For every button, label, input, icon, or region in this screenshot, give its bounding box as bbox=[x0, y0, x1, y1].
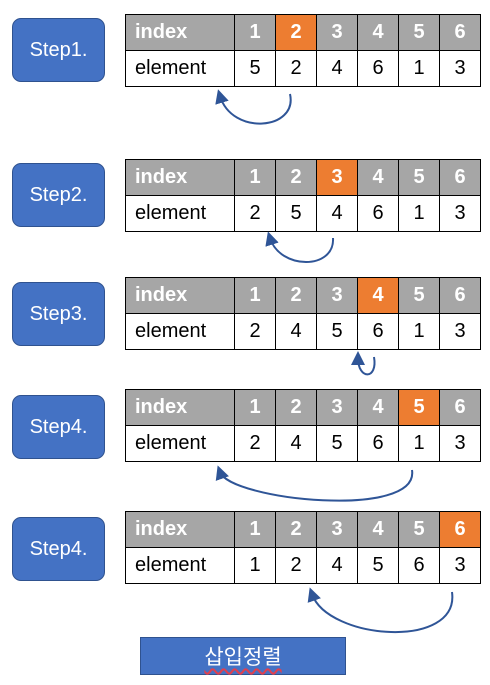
index-cell-3: 3 bbox=[316, 277, 358, 314]
element-cell-5: 1 bbox=[398, 195, 440, 232]
index-cell-5: 5 bbox=[398, 14, 440, 51]
element-header: element bbox=[125, 425, 235, 462]
step-4-badge: Step4. bbox=[12, 395, 105, 459]
index-header: index bbox=[125, 159, 235, 196]
step-5-badge: Step4. bbox=[12, 517, 105, 581]
element-cell-2: 5 bbox=[275, 195, 317, 232]
index-cell-6: 6 bbox=[439, 389, 481, 426]
element-cell-3: 4 bbox=[316, 547, 358, 584]
index-cell-1: 1 bbox=[234, 511, 276, 548]
element-cell-3: 4 bbox=[316, 195, 358, 232]
element-header: element bbox=[125, 195, 235, 232]
element-cell-2: 4 bbox=[275, 313, 317, 350]
element-cell-1: 5 bbox=[234, 50, 276, 87]
element-cell-6: 3 bbox=[439, 195, 481, 232]
step-1-badge: Step1. bbox=[12, 18, 105, 82]
element-cell-2: 4 bbox=[275, 425, 317, 462]
element-cell-1: 2 bbox=[234, 313, 276, 350]
index-cell-1: 1 bbox=[234, 159, 276, 196]
element-cell-4: 6 bbox=[357, 50, 399, 87]
index-cell-4: 4 bbox=[357, 14, 399, 51]
insertion-sort-title: 삽입정렬 bbox=[140, 637, 346, 675]
element-cell-6: 3 bbox=[439, 313, 481, 350]
element-cell-4: 6 bbox=[357, 195, 399, 232]
index-cell-3: 3 bbox=[316, 159, 358, 196]
index-cell-3: 3 bbox=[316, 14, 358, 51]
index-cell-3: 3 bbox=[316, 511, 358, 548]
element-cell-4: 6 bbox=[357, 425, 399, 462]
element-cell-3: 5 bbox=[316, 425, 358, 462]
index-cell-4: 4 bbox=[357, 389, 399, 426]
index-cell-6: 6 bbox=[439, 277, 481, 314]
index-cell-2: 2 bbox=[275, 277, 317, 314]
index-cell-5: 5 bbox=[398, 389, 440, 426]
index-cell-3: 3 bbox=[316, 389, 358, 426]
step-2-badge: Step2. bbox=[12, 163, 105, 227]
element-cell-3: 5 bbox=[316, 313, 358, 350]
element-cell-5: 1 bbox=[398, 50, 440, 87]
index-cell-5: 5 bbox=[398, 159, 440, 196]
element-header: element bbox=[125, 50, 235, 87]
index-cell-4: 4 bbox=[357, 511, 399, 548]
element-cell-1: 2 bbox=[234, 195, 276, 232]
index-cell-6: 6 bbox=[439, 159, 481, 196]
index-header: index bbox=[125, 14, 235, 51]
index-cell-1: 1 bbox=[234, 14, 276, 51]
element-cell-2: 2 bbox=[275, 50, 317, 87]
index-header: index bbox=[125, 511, 235, 548]
step-5-arrow bbox=[307, 587, 454, 633]
index-cell-1: 1 bbox=[234, 277, 276, 314]
element-cell-5: 1 bbox=[398, 425, 440, 462]
element-cell-6: 3 bbox=[439, 547, 481, 584]
index-cell-6: 6 bbox=[439, 511, 481, 548]
index-header: index bbox=[125, 277, 235, 314]
element-cell-6: 3 bbox=[439, 425, 481, 462]
element-cell-5: 1 bbox=[398, 313, 440, 350]
index-cell-6: 6 bbox=[439, 14, 481, 51]
index-cell-4: 4 bbox=[357, 159, 399, 196]
element-cell-3: 4 bbox=[316, 50, 358, 87]
index-cell-2: 2 bbox=[275, 159, 317, 196]
insertion-sort-title-text: 삽입정렬 bbox=[204, 646, 282, 669]
step-4-arrow bbox=[215, 465, 414, 502]
index-cell-5: 5 bbox=[398, 511, 440, 548]
step-1-arrow bbox=[215, 89, 292, 125]
index-cell-2: 2 bbox=[275, 511, 317, 548]
element-cell-5: 6 bbox=[398, 547, 440, 584]
index-header: index bbox=[125, 389, 235, 426]
index-cell-5: 5 bbox=[398, 277, 440, 314]
index-cell-2: 2 bbox=[275, 389, 317, 426]
element-cell-6: 3 bbox=[439, 50, 481, 87]
element-header: element bbox=[125, 313, 235, 350]
step-2-arrow bbox=[265, 231, 335, 263]
element-cell-4: 6 bbox=[357, 313, 399, 350]
step-3-badge: Step3. bbox=[12, 282, 105, 346]
index-cell-2: 2 bbox=[275, 14, 317, 51]
element-cell-4: 5 bbox=[357, 547, 399, 584]
index-cell-1: 1 bbox=[234, 389, 276, 426]
element-cell-2: 2 bbox=[275, 547, 317, 584]
element-cell-1: 1 bbox=[234, 547, 276, 584]
element-cell-1: 2 bbox=[234, 425, 276, 462]
step-3-arrow bbox=[351, 351, 376, 376]
index-cell-4: 4 bbox=[357, 277, 399, 314]
element-header: element bbox=[125, 547, 235, 584]
